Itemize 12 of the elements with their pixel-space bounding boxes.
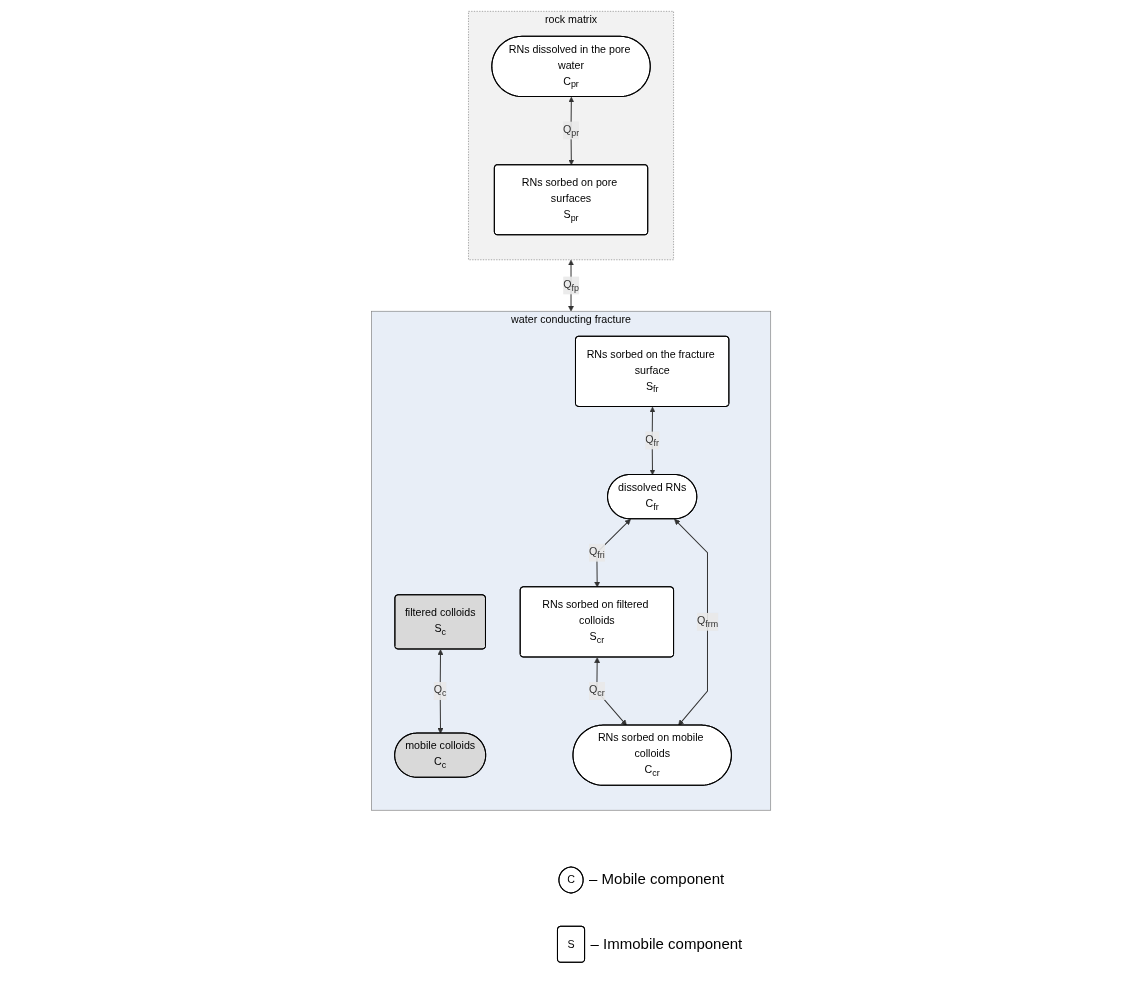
edge-label: Q$_{fp}$ xyxy=(563,277,579,293)
edge-label: Q$_{c}$ xyxy=(433,683,447,698)
arrow xyxy=(594,518,631,587)
edge-label: Q$_{fr}$ xyxy=(645,432,660,448)
legend-text: – Mobile component xyxy=(589,870,725,888)
legend-text: – Immobile component xyxy=(590,934,743,952)
arrow xyxy=(674,518,708,726)
arrow xyxy=(594,656,627,726)
edge-label: Q$_{fri}$ xyxy=(588,545,605,560)
edge-label: Q$_{cr}$ xyxy=(588,683,605,698)
edge-label: Q$_{pr}$ xyxy=(562,122,580,138)
edge-label: Q$_{frm}$ xyxy=(696,614,719,629)
